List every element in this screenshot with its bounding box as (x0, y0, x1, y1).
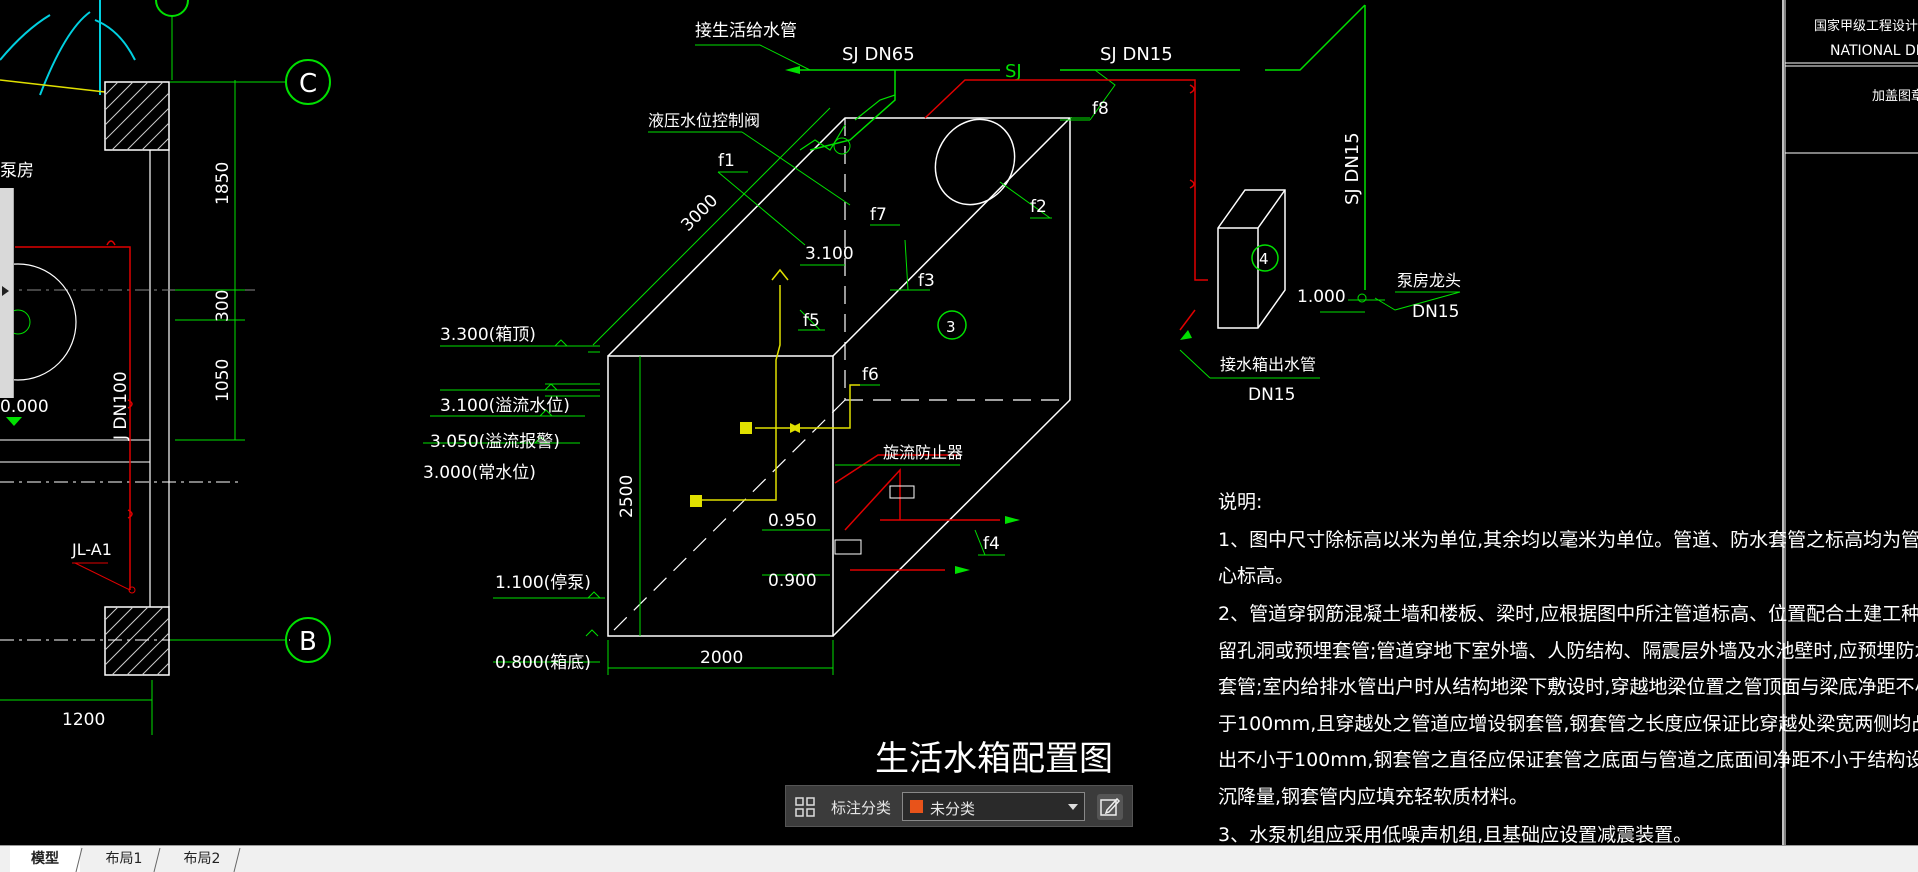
flow-arrow-icon (1005, 516, 1020, 524)
f8-label: f8 (1092, 99, 1109, 119)
side-panel-toggle[interactable] (0, 188, 14, 398)
pump-room-label: 泵房 (0, 161, 34, 181)
outlet-dn15: DN15 (1248, 385, 1295, 405)
elevation-1000: 1.000 (1297, 287, 1346, 307)
dim-1050: 1050 (213, 359, 233, 402)
title-block-line2: NATIONAL DES (1830, 43, 1918, 59)
pump-tap-label: 泵房龙头 (1397, 271, 1461, 290)
annotation-category-select[interactable]: 未分类 (902, 792, 1085, 821)
cad-canvas[interactable]: JL-A1 J DN100 泵房 0.000 1850 300 1050 120… (0, 0, 1918, 845)
dim-300: 300 (213, 290, 233, 322)
elevation-0950: 0.950 (768, 511, 817, 531)
axis-b-bubble (285, 617, 331, 663)
annotation-category-label: 标注分类 (831, 799, 892, 817)
callout-leaders (648, 117, 1090, 576)
elevation-marker-icon (6, 417, 22, 426)
annotation-toolbar: 标注分类 未分类 (785, 785, 1133, 827)
sj-dn15-label: SJ DN15 (1100, 44, 1173, 65)
notes-block: 说明: 1、图中尺寸除标高以米为单位,其余均以毫米为单位。管道、防水套管之标高均… (1218, 491, 1918, 845)
elevation-0000: 0.000 (0, 397, 49, 417)
tab-layout1[interactable]: 布局1 (105, 851, 143, 867)
notes-line: 沉降量,钢套管内应填充轻软质材料。 (1218, 786, 1528, 808)
notes-line: 3、水泵机组应采用低噪声机组,且基础应设置减震装置。 (1218, 824, 1692, 845)
left-plan: JL-A1 J DN100 泵房 0.000 1850 300 1050 120… (0, 0, 331, 735)
yellow-pipes (700, 268, 860, 501)
outlet-label: 接水箱出水管 (1220, 355, 1316, 374)
water-tank: 3 3000 2500 2000 (592, 107, 1072, 675)
notes-line: 心标高。 (1218, 565, 1294, 587)
dim-1200: 1200 (62, 710, 105, 730)
layout-tab-bar: 模型 布局1 布局2 (0, 845, 1918, 872)
elevation-0800: 0.800(箱底) (495, 653, 591, 673)
dim-2000: 2000 (700, 648, 743, 668)
axis-c-bubble (285, 59, 331, 105)
elevation-3000: 3.000(常水位) (423, 463, 536, 483)
flow-arrow-icon (785, 66, 800, 74)
valve-icon (740, 422, 752, 434)
jl-a1-label: JL-A1 (71, 540, 112, 559)
circle-3-marker (937, 310, 967, 340)
notes-line: 套管;室内给排水管出户时从结构地梁下敷设时,穿越地梁位置之管顶面与梁底净距不小 (1218, 676, 1918, 698)
f6-label: f6 (862, 365, 879, 385)
circle-4-label: 4 (1259, 250, 1269, 268)
edit-icon (1100, 797, 1121, 816)
red-pipes (834, 79, 1208, 571)
elevation-1100: 1.100(停泵) (495, 573, 591, 593)
dim-3000: 3000 (677, 191, 722, 236)
axis-c-label: C (299, 69, 317, 99)
sj-label: SJ (1005, 61, 1022, 82)
elevation-3100-top: 3.100 (805, 244, 854, 264)
pump-tap-dn15: DN15 (1412, 302, 1459, 322)
tab-model[interactable]: 模型 (10, 846, 80, 872)
elevation-3050: 3.050(溢流报警) (430, 432, 560, 452)
color-swatch (910, 800, 923, 813)
dim-1850: 1850 (213, 162, 233, 205)
vortex-label: 旋流防止器 (883, 443, 963, 462)
hydraulic-valve-label: 液压水位控制阀 (648, 111, 760, 130)
notes-line: 出不小于100mm,钢套管之直径应保证套管之底面与管道之底面间净距不小于结构设计 (1218, 749, 1918, 771)
grid-icon[interactable] (794, 796, 816, 818)
notes-line: 1、图中尺寸除标高以米为单位,其余均以毫米为单位。管道、防水套管之标高均为管中 (1218, 529, 1918, 551)
title-block-line3: 加盖图章处 (1872, 88, 1918, 104)
notes-line: 说明: (1218, 491, 1262, 513)
expand-arrow-icon (2, 286, 9, 296)
title-block: 国家甲级工程设计证书编 NATIONAL DES 加盖图章处 (1782, 0, 1918, 845)
elevation-leaders (423, 339, 605, 663)
elevation-0900: 0.900 (768, 571, 817, 591)
title-block-line1: 国家甲级工程设计证书编 (1814, 18, 1918, 34)
elevation-3100: 3.100(溢流水位) (440, 396, 570, 416)
sj-dn65-label: SJ DN65 (842, 44, 915, 65)
f2-label: f2 (1030, 197, 1047, 217)
axis-b-label: B (299, 627, 317, 657)
f3-label: f3 (918, 271, 935, 291)
flow-arrow-icon (1180, 330, 1192, 340)
f5-label: f5 (803, 311, 820, 331)
sj-dn15-vertical-label: SJ DN15 (1342, 132, 1363, 205)
edit-button[interactable] (1097, 794, 1123, 820)
supply-pipe (695, 4, 1461, 313)
chevron-down-icon (1068, 804, 1078, 810)
elevation-3300: 3.300(箱顶) (440, 325, 536, 345)
valve-icon (690, 495, 702, 507)
drawing-title: 生活水箱配置图 (875, 739, 1113, 779)
flow-arrow-icon (955, 566, 970, 574)
tab-separators (75, 847, 241, 872)
notes-line: 于100mm,且穿越处之管道应增设钢套管,钢套管之长度应保证比穿越处梁宽两侧均凸 (1218, 713, 1918, 735)
circle-4-marker (1251, 244, 1279, 272)
circle-3-label: 3 (946, 318, 956, 336)
f4-label: f4 (983, 534, 1000, 554)
f1-label: f1 (718, 151, 735, 171)
supply-pipe-label: 接生活给水管 (695, 21, 797, 41)
tab-layout2[interactable]: 布局2 (183, 851, 221, 867)
annotation-category-value: 未分类 (930, 800, 976, 818)
notes-line: 2、管道穿钢筋混凝土墙和楼板、梁时,应根据图中所注管道标高、位置配合土建工种预 (1218, 603, 1918, 625)
f7-label: f7 (870, 205, 887, 225)
dim-2500: 2500 (617, 475, 637, 518)
j-dn100-label: J DN100 (111, 371, 131, 441)
outlet-box: 4 (1179, 189, 1320, 379)
notes-line: 留孔洞或预埋套管;管道穿地下室外墙、人防结构、隔震层外墙及水池壁时,应预埋防水 (1218, 640, 1918, 662)
